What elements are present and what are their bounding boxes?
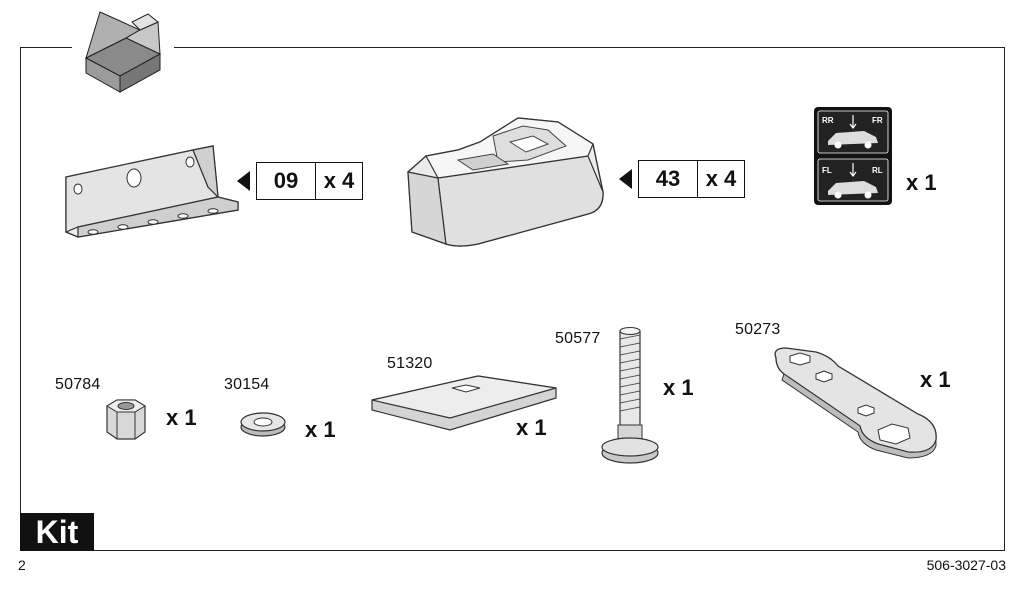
part-quantity: x 1 (663, 375, 694, 400)
part-code: 51320 (387, 355, 433, 372)
part-code: 50784 (55, 376, 101, 393)
open-box-icon (84, 11, 162, 93)
sticker-label-rl: RL (872, 166, 883, 175)
part-quantity: x 1 (166, 405, 197, 430)
part-ref-number: 43 (639, 161, 698, 197)
part-ref-43: 43 x 4 (619, 160, 745, 198)
part-quantity: x 1 (305, 417, 336, 442)
pointer-arrow-icon (619, 169, 632, 189)
position-sticker-icon: RR FR FL RL (814, 107, 892, 205)
sticker-label-fl: FL (822, 166, 832, 175)
wrench-icon (774, 347, 937, 459)
part-code: 50273 (735, 321, 781, 338)
part-quantity: x 1 (516, 415, 547, 440)
plate-icon (371, 375, 557, 431)
kit-frame (20, 47, 1005, 551)
part-quantity: x 1 (920, 367, 951, 392)
page-number: 2 (18, 557, 26, 573)
kit-label: Kit (20, 513, 94, 551)
bolt-icon (601, 327, 659, 464)
sticker-label-fr: FR (872, 116, 883, 125)
part-code: 30154 (224, 376, 270, 393)
part-ref-number: 09 (257, 163, 316, 199)
part-ref-09: 09 x 4 (237, 162, 363, 200)
part-quantity: x 4 (323, 168, 355, 193)
sticker-label-rr: RR (822, 116, 834, 125)
washer-icon (240, 412, 286, 437)
document-code: 506-3027-03 (926, 557, 1006, 573)
part-code: 50577 (555, 330, 601, 347)
part-quantity: x 4 (705, 166, 737, 191)
bracket-icon (65, 145, 239, 238)
pointer-arrow-icon (237, 171, 250, 191)
foot-icon (407, 117, 604, 247)
part-quantity: x 1 (906, 170, 937, 195)
nut-icon (106, 399, 146, 440)
